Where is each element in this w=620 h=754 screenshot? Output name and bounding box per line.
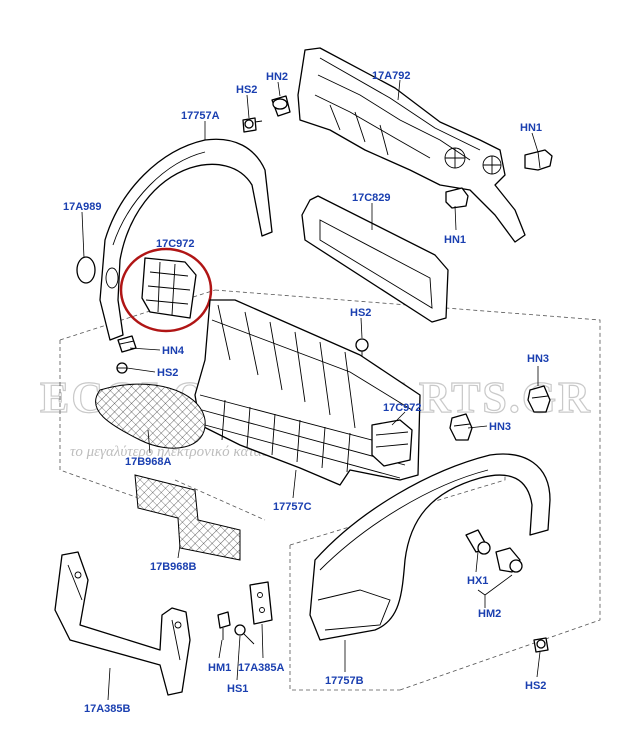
part-17C829-panel[interactable] (301, 195, 449, 323)
part-HS2-screw-top[interactable] (242, 117, 263, 133)
part-17B968B-mesh[interactable] (134, 474, 241, 561)
label-HX1[interactable]: HX1 (467, 575, 488, 587)
label-HN2[interactable]: HN2 (266, 71, 288, 83)
part-17757C-grille[interactable] (194, 299, 421, 486)
label-HM2[interactable]: HM2 (478, 608, 501, 620)
label-HN3-top[interactable]: HN3 (527, 353, 549, 365)
label-HS1[interactable]: HS1 (227, 683, 248, 695)
label-17A989[interactable]: 17A989 (63, 201, 102, 213)
label-17757B[interactable]: 17757B (325, 675, 364, 687)
label-17757A[interactable]: 17757A (181, 110, 220, 122)
label-17C972-right[interactable]: 17C972 (383, 402, 422, 414)
leader-lines (81, 79, 541, 701)
part-17757A-wheel-arch-left[interactable] (99, 138, 273, 341)
part-HS2-screw-left[interactable] (116, 362, 128, 374)
part-HS2-screw-mid[interactable] (355, 338, 369, 360)
part-17A792-reinforcement[interactable] (297, 47, 526, 243)
label-17A385B[interactable]: 17A385B (84, 703, 131, 715)
part-HN3-clip-lower[interactable] (449, 413, 473, 441)
label-HS2-top[interactable]: HS2 (236, 84, 257, 96)
label-17757C[interactable]: 17757C (273, 501, 312, 513)
part-17A385A-bracket[interactable] (249, 581, 273, 625)
part-labels: 17A792 HN2 HS2 17757A HN1 17A989 17C972 … (63, 70, 549, 715)
part-17A989-grommet[interactable] (76, 256, 96, 284)
part-17B968A-mesh[interactable] (95, 383, 206, 449)
part-HM1-fastener[interactable] (217, 611, 231, 640)
label-17B968A[interactable]: 17B968A (125, 456, 172, 468)
part-HN1-clip-lower[interactable] (445, 187, 469, 209)
label-HN4[interactable]: HN4 (162, 345, 185, 357)
label-17A385A[interactable]: 17A385A (238, 662, 285, 674)
label-HM1[interactable]: HM1 (208, 662, 231, 674)
part-HN4-clip[interactable] (117, 335, 137, 353)
part-HS2-screw-bottom[interactable] (533, 637, 549, 653)
part-17757B-bumper-end[interactable] (309, 453, 551, 641)
label-17C972-left[interactable]: 17C972 (156, 238, 195, 250)
part-HN3-clip-top[interactable] (527, 385, 551, 413)
label-HN1-lower[interactable]: HN1 (444, 234, 466, 246)
label-HS2-left[interactable]: HS2 (157, 367, 178, 379)
part-HX1-fastener[interactable] (465, 529, 491, 555)
part-HN1-clip-right[interactable] (524, 149, 553, 171)
part-HN2-nut[interactable] (271, 95, 291, 117)
label-HS2-bottom[interactable]: HS2 (525, 680, 546, 692)
highlight-circle (119, 247, 213, 333)
label-HS2-mid[interactable]: HS2 (350, 307, 371, 319)
label-HN3-lower[interactable]: HN3 (489, 421, 511, 433)
part-17A385B-bracket[interactable] (54, 551, 191, 696)
part-17C972-bracket-left[interactable] (141, 257, 197, 319)
label-17B968B[interactable]: 17B968B (150, 561, 197, 573)
label-HN1-right[interactable]: HN1 (520, 122, 542, 134)
label-17A792[interactable]: 17A792 (372, 70, 411, 82)
part-HM2-fastener[interactable] (495, 547, 523, 573)
part-17C972-bracket-right[interactable] (371, 419, 413, 467)
part-HS1-screw[interactable] (234, 624, 255, 645)
label-17C829[interactable]: 17C829 (352, 192, 391, 204)
